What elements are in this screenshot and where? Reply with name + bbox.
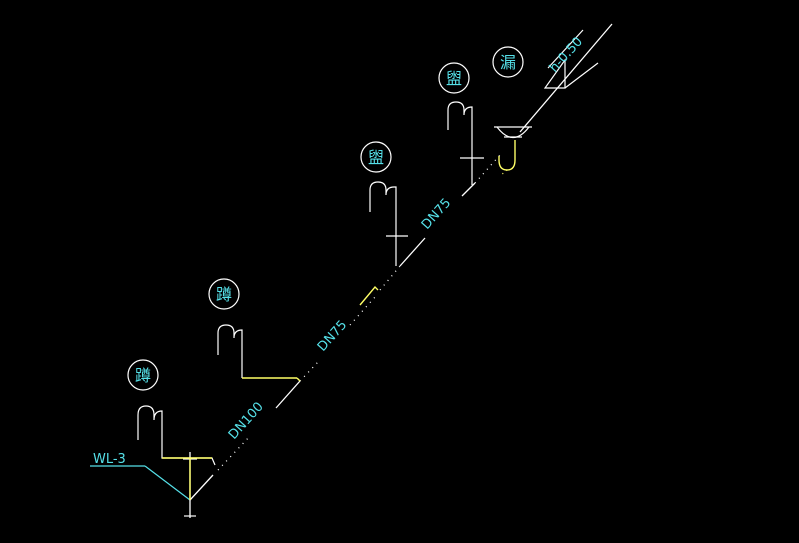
elevation-marker: h-0.50 [543,29,599,89]
fixture-tag: 盥 [446,69,462,88]
elevation-label: h-0.50 [547,35,586,76]
fixture-floor-drain: 漏 [492,46,532,177]
fixture-tag: 漏 [500,53,516,72]
floor-drain-icon [494,126,532,139]
p-trap-icon [369,181,397,266]
fixture-squat-toilet-1: 蹲 [127,359,216,500]
p-trap-icon [447,101,473,185]
fixture-tag-circle [208,278,240,310]
fixture-wash-basin-2: 盥 [438,62,484,185]
riser-label: WL-3 [93,452,126,467]
main-drain-pipe [189,23,613,501]
fixture-tag: 蹲 [216,285,232,304]
fixture-tag-circle [438,62,470,94]
pipe-size-label: DN75 [315,318,350,355]
fixture-tag-circle [127,359,159,391]
fixture-tag: 蹲 [135,366,151,385]
fixture-tag-circle [492,46,524,78]
fixture-wash-basin-1: 盥 [359,141,408,306]
p-trap-icon [217,324,243,378]
pipe-size-label: DN75 [419,196,454,233]
fixture-tag: 盥 [368,148,384,167]
fixture-squat-toilet-2: 蹲 [208,278,301,382]
riser-wl-3: WL-3 [90,452,197,518]
pipe-size-label: DN100 [226,400,267,443]
p-trap-icon [137,405,216,466]
fixture-tag-circle [360,141,392,173]
